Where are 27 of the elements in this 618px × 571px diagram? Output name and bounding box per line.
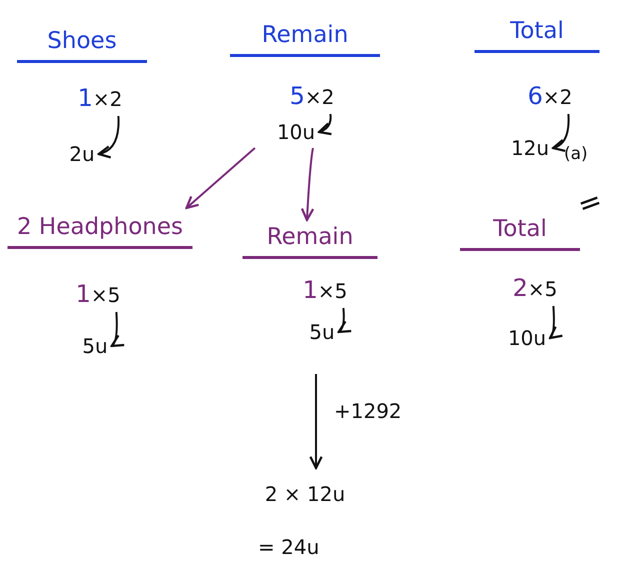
- multiplier: 1: [302, 276, 318, 304]
- multiplier: 6: [528, 82, 543, 110]
- column-heading: 2 Headphones: [8, 214, 192, 249]
- expression-text: ×5: [528, 277, 558, 301]
- expression-text: ×2: [542, 85, 572, 109]
- multiplier: 5: [290, 82, 305, 110]
- expression-text: 12u: [510, 136, 550, 160]
- expression-text: 10u: [276, 120, 316, 144]
- column-heading: Total: [474, 18, 600, 53]
- expression-text: 10u: [508, 326, 546, 350]
- result-expression: = 24u: [258, 535, 320, 559]
- expression-text: 2 × 12u: [264, 482, 346, 506]
- expression-text: ×2: [92, 87, 122, 111]
- multiplier: 2: [512, 274, 528, 302]
- expression-text: ×2: [304, 85, 334, 109]
- expression-text: 2u: [69, 142, 95, 166]
- part-label: (a): [564, 144, 588, 164]
- multiplier: 1: [78, 84, 93, 112]
- expression-text: ×5: [90, 283, 120, 307]
- expression-text: 5u: [82, 334, 108, 358]
- column-heading: Shoes: [17, 28, 147, 63]
- expression-text: ×5: [318, 279, 348, 303]
- column-heading: Remain: [230, 22, 380, 57]
- expression-text: 5u: [309, 320, 335, 344]
- column-heading: Remain: [242, 224, 378, 259]
- column-heading: Total: [460, 216, 580, 251]
- multiplier: 1: [76, 280, 91, 308]
